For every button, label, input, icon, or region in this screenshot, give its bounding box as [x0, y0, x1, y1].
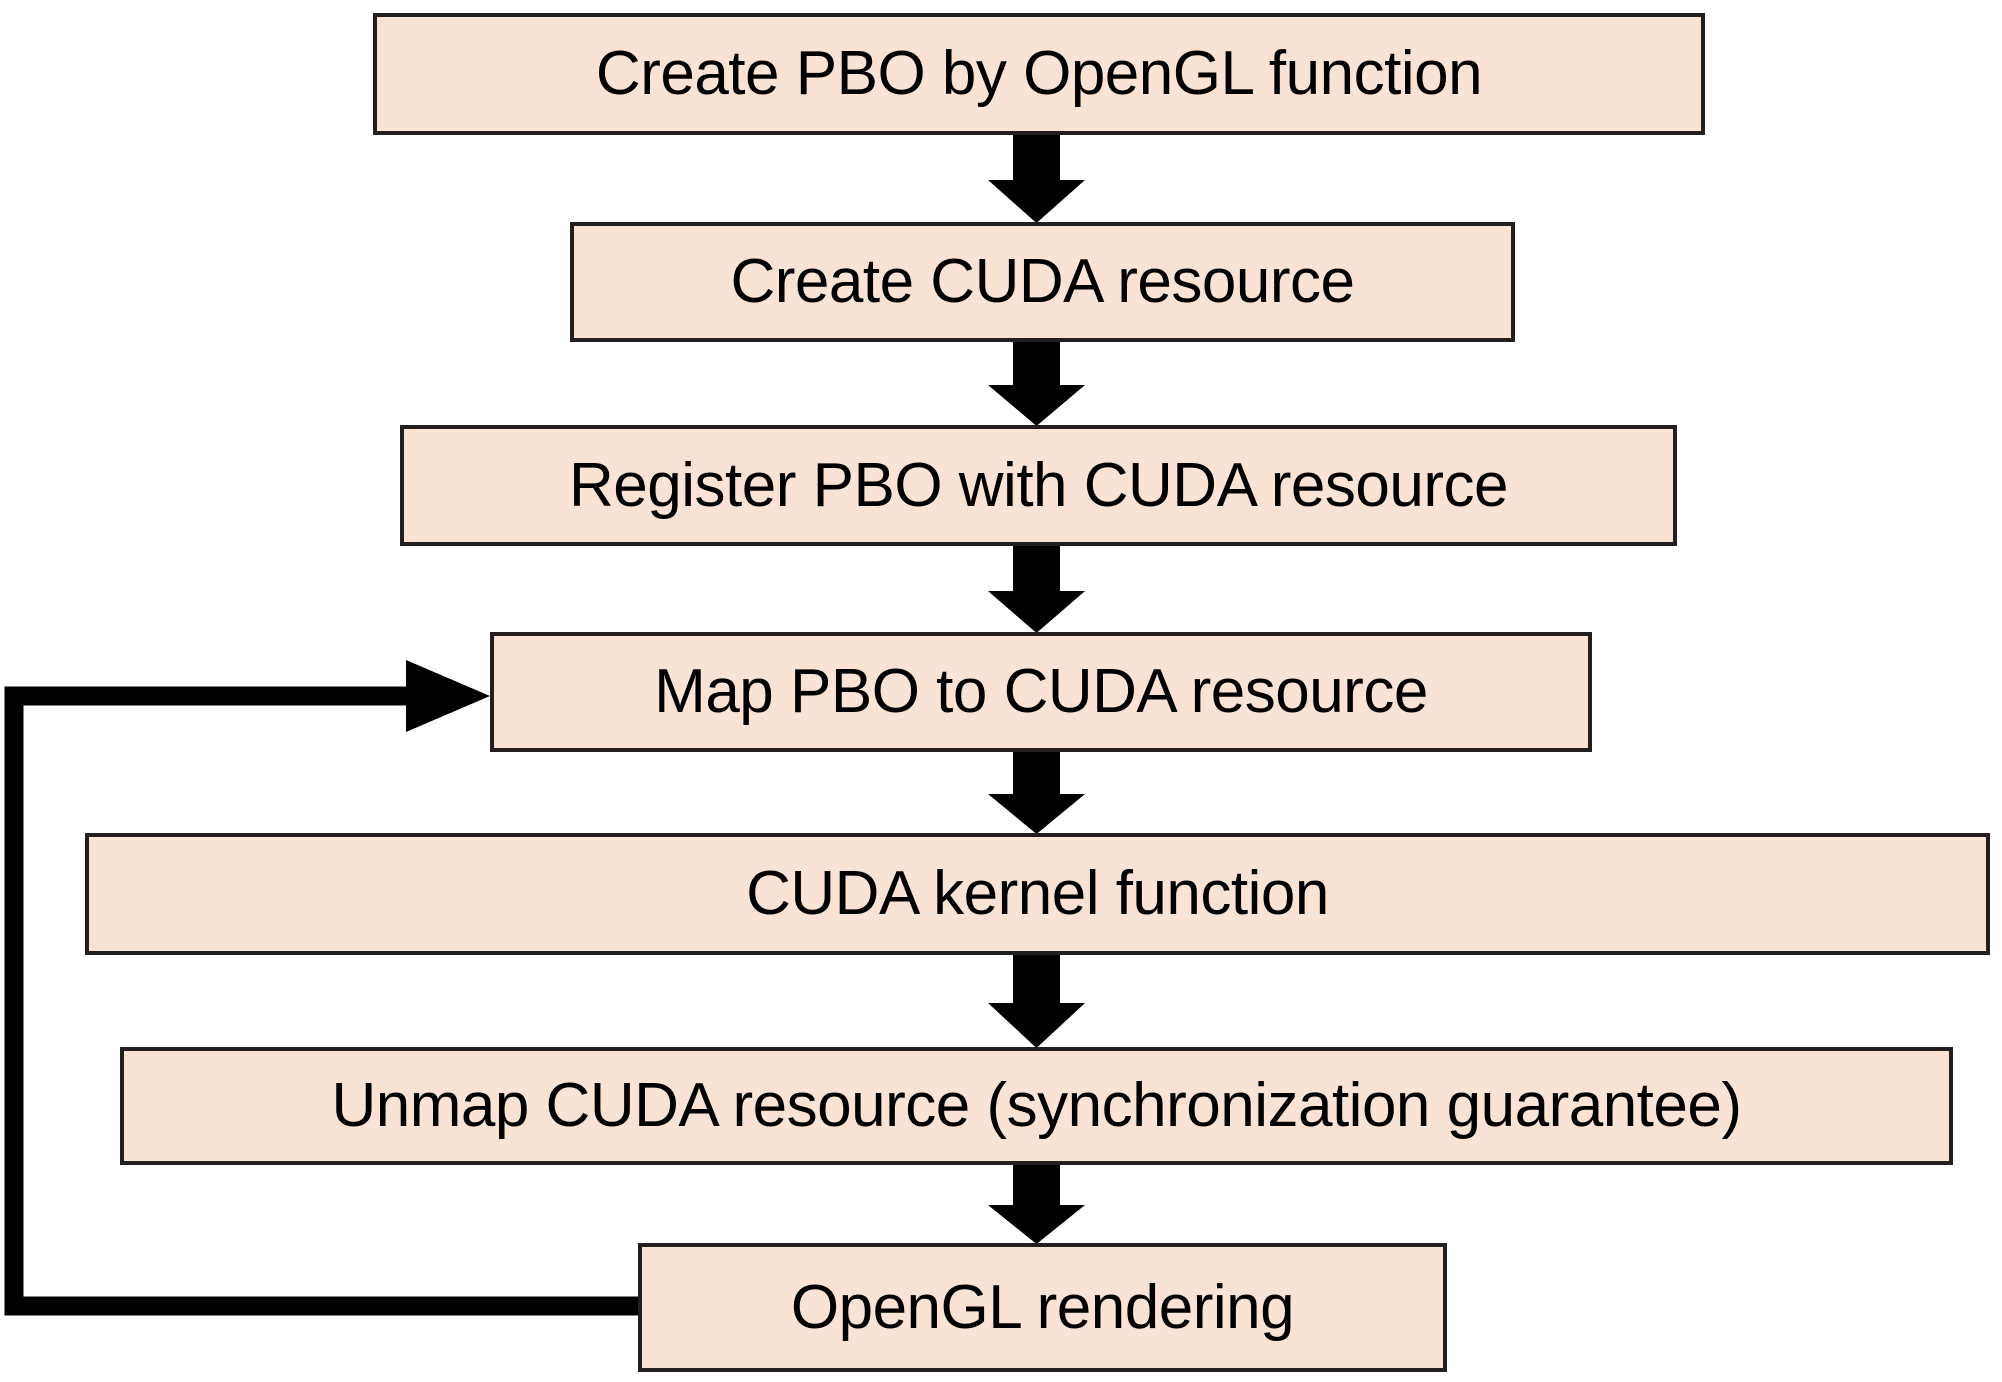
- arrow-unmap-cuda-resource-to-opengl-rendering: [988, 1165, 1085, 1244]
- arrow-create-pbo-to-create-cuda-resource: [988, 135, 1085, 223]
- node-unmap-cuda-resource[interactable]: Unmap CUDA resource (synchronization gua…: [120, 1047, 1953, 1165]
- node-label: Create PBO by OpenGL function: [595, 39, 1483, 109]
- node-label: Map PBO to CUDA resource: [654, 657, 1428, 727]
- node-map-pbo[interactable]: Map PBO to CUDA resource: [490, 632, 1592, 752]
- node-create-cuda-resource[interactable]: Create CUDA resource: [570, 222, 1515, 342]
- node-create-pbo[interactable]: Create PBO by OpenGL function: [373, 13, 1705, 135]
- arrow-map-pbo-to-cuda-kernel: [988, 752, 1085, 834]
- node-cuda-kernel[interactable]: CUDA kernel function: [85, 833, 1990, 955]
- arrow-cuda-kernel-to-unmap-cuda-resource: [988, 955, 1085, 1048]
- node-label: OpenGL rendering: [790, 1272, 1295, 1342]
- node-register-pbo[interactable]: Register PBO with CUDA resource: [400, 425, 1677, 546]
- node-label: CUDA kernel function: [746, 859, 1329, 929]
- arrow-register-pbo-to-map-pbo: [988, 546, 1085, 633]
- node-label: Unmap CUDA resource (synchronization gua…: [331, 1071, 1742, 1141]
- node-label: Create CUDA resource: [730, 247, 1355, 317]
- arrow-create-cuda-resource-to-register-pbo: [988, 342, 1085, 426]
- node-opengl-rendering[interactable]: OpenGL rendering: [638, 1243, 1447, 1372]
- node-label: Register PBO with CUDA resource: [569, 450, 1508, 520]
- feedback-loop-path: [4, 686, 638, 1316]
- feedback-loop-arrowhead: [406, 660, 490, 732]
